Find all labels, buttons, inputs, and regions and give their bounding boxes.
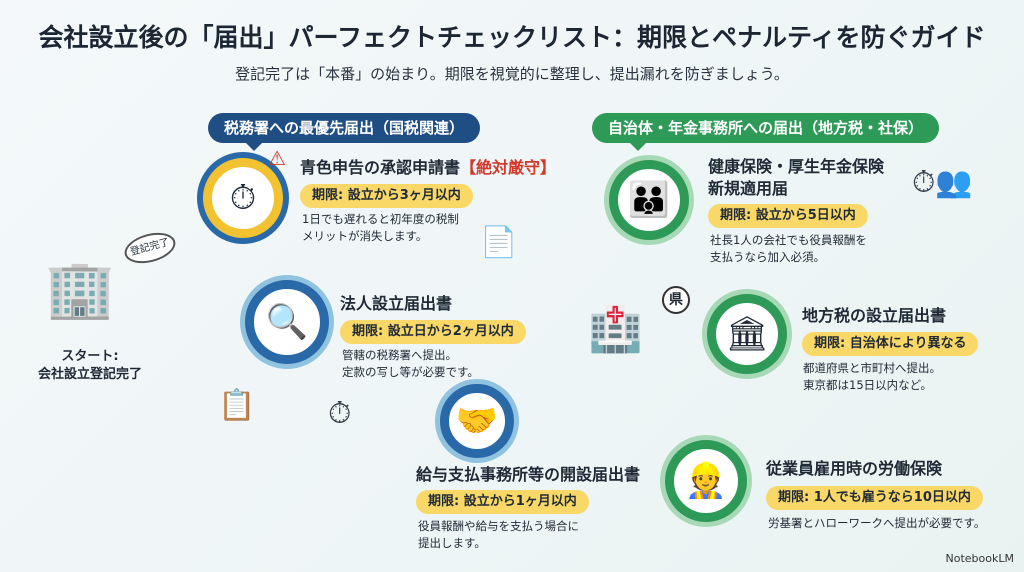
stopwatch-icon: ⏱ — [328, 396, 352, 431]
office-building-icon: 🏢 — [45, 257, 115, 322]
deadline-badge: 期限: 自治体により異なる — [802, 332, 979, 356]
tax-office-section-header: 税務署への最優先届出（国税関連） — [208, 113, 481, 151]
deadline-badge: 期限: 設立日から2ヶ月以内 — [340, 320, 526, 344]
notebooklm-brand: NotebookLM — [945, 552, 1014, 565]
item-description: 社長1人の会社でも役員報酬を 支払うなら加入必須。 — [710, 233, 867, 264]
page-title: 会社設立後の「届出」パーフェクトチェックリスト：期限とペナルティを防ぐガイド — [38, 23, 986, 52]
deadline-badge: 期限: 設立から5日以内 — [708, 204, 868, 228]
hospital-building-icon: 🏥 — [588, 304, 643, 355]
subtitle: 登記完了は「本番」の始まり。期限を視覚的に整理し、提出漏れを防ぎましょう。 — [235, 65, 789, 83]
item-description: 管轄の税務署へ提出。 定款の写し等が必要です。 — [342, 348, 479, 379]
warning-icon: ⚠ — [268, 146, 286, 170]
item-title: 地方税の設立届出書 — [802, 306, 947, 325]
deadline-badge: 期限: 1人でも雇うなら10日以内 — [766, 486, 983, 510]
handshake-money-icon: 🤝 — [440, 384, 514, 458]
registration-complete-stamp: 登記完了 — [121, 227, 179, 269]
prefecture-bubble: 県 — [662, 286, 690, 314]
stopwatch-icon: ⏱ — [203, 158, 283, 238]
item-title: 給与支払事務所等の開設届出書 — [416, 465, 641, 484]
people-stopwatch-icon: ⏱👥 — [912, 165, 973, 200]
item-title: 青色申告の承認申請書【絶対厳守】 — [300, 158, 557, 177]
construction-workers-icon: 👷 — [665, 440, 747, 522]
deadline-badge: 期限: 設立から3ヶ月以内 — [300, 184, 473, 208]
item-description: 都道府県と市町村へ提出。 東京都は15日以内など。 — [803, 361, 941, 392]
item-description: 1日でも遅れると初年度の税制 メリットが消失します。 — [302, 212, 459, 243]
document-check-icon: 📋 — [218, 388, 256, 423]
family-health-icon: 👪 — [609, 160, 689, 240]
item-description: 労基署とハローワークへ提出が必要です。 — [768, 516, 986, 530]
deadline-badge: 期限: 設立から1ヶ月以内 — [416, 490, 589, 514]
item-title: 従業員雇用時の労働保険 — [766, 459, 943, 478]
local-pension-section-header: 自治体・年金事務所への届出（地方税・社保） — [592, 113, 940, 151]
start-label: スタート: 会社設立登記完了 — [37, 349, 142, 382]
item-title: 健康保険・厚生年金保険 新規適用届 — [708, 157, 885, 198]
city-hall-icon: 🏛 — [707, 294, 787, 374]
item-description: 役員報酬や給与を支払う場合に 提出します。 — [418, 519, 579, 550]
item-title: 法人設立届出書 — [340, 294, 453, 313]
document-search-icon: 📄 — [480, 225, 518, 260]
document-magnifier-icon: 🔍 — [245, 280, 329, 364]
